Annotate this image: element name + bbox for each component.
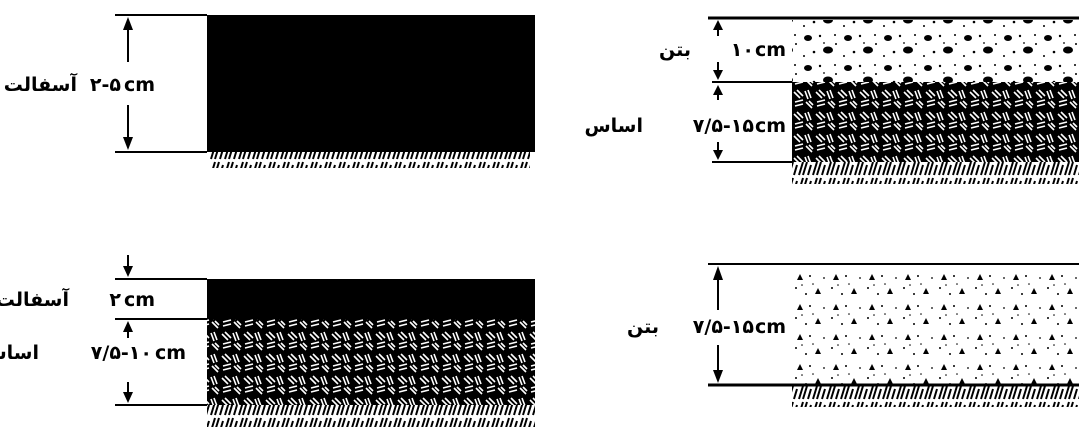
arrow-down-icon [713, 370, 723, 383]
subgrade-layer [207, 405, 535, 427]
label-concrete-thickness: ۱۰ [730, 39, 754, 61]
arrow-down-icon [123, 266, 133, 277]
panel-bottom-left [115, 255, 535, 427]
label-concrete-thickness: ۷/۵-۱۵ [692, 316, 754, 338]
arrow-up-icon [713, 266, 723, 280]
label-unit: cm [755, 39, 787, 61]
arrow-down-icon [713, 70, 723, 80]
label-asphalt-thickness: ۲ [109, 289, 121, 311]
label-unit: cm [155, 342, 187, 364]
label-unit: cm [755, 316, 787, 338]
asphalt-layer [207, 15, 535, 152]
concrete-layer [792, 20, 1079, 82]
label-unit: cm [124, 289, 156, 311]
label-asphalt-material: آسفالت [3, 74, 77, 96]
label-asphalt-thickness: ۲-۵ [89, 74, 121, 96]
arrow-up-icon [713, 85, 723, 95]
subgrade-layer [792, 162, 1079, 184]
base-layer [207, 319, 535, 405]
label-asphalt-material: آسفالت [0, 289, 69, 311]
label-base-thickness: ۷/۵-۱۵ [692, 115, 754, 137]
base-layer [792, 82, 1079, 162]
arrow-down-icon [713, 150, 723, 160]
label-base-material: اساس [584, 115, 643, 137]
panel-bottom-right [708, 263, 1079, 407]
arrow-down-icon [123, 137, 133, 150]
panel-top-right [708, 16, 1079, 184]
arrow-up-icon [123, 17, 133, 30]
label-concrete-material: بتن [659, 39, 691, 61]
subgrade-layer [210, 152, 530, 168]
subgrade-layer [792, 385, 1079, 407]
label-unit: cm [755, 115, 787, 137]
arrow-up-icon [123, 321, 133, 332]
arrow-down-icon [123, 392, 133, 403]
concrete-layer [792, 265, 1079, 385]
label-base-thickness: ۷/۵-۱۰ [90, 342, 152, 364]
label-base-material: اساس [0, 342, 39, 364]
label-concrete-material: بتن [627, 316, 659, 338]
arrow-up-icon [713, 20, 723, 30]
label-unit: cm [124, 74, 156, 96]
asphalt-layer [207, 279, 535, 319]
panel-top-left [115, 14, 535, 168]
